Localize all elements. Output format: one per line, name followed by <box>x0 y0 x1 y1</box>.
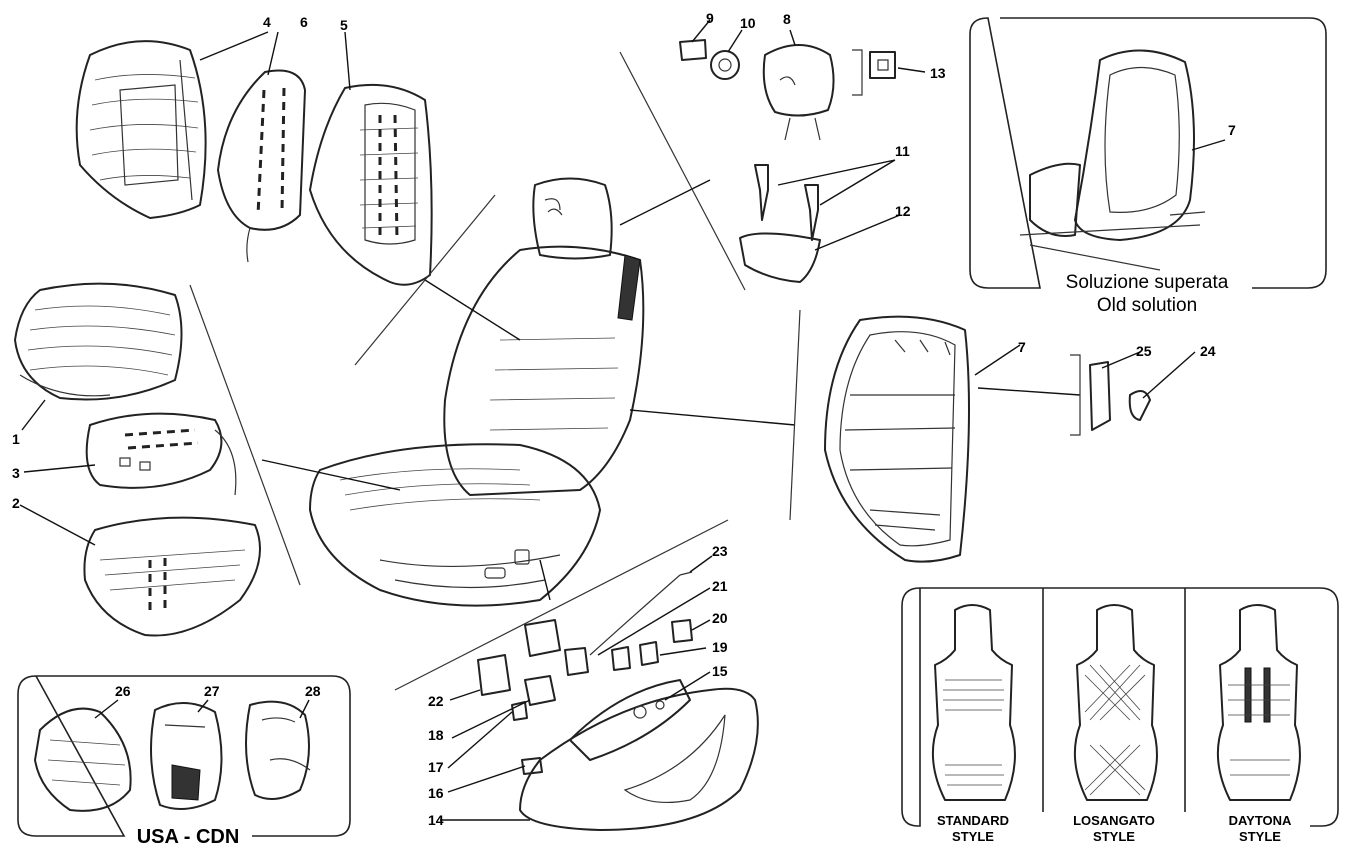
part-number-6: 6 <box>300 14 308 30</box>
backrest-shell-part <box>309 83 433 286</box>
part-number-12: 12 <box>895 203 911 219</box>
backrest-frame-part <box>824 315 1151 563</box>
backrest-pad-part <box>217 69 306 263</box>
part-number-7: 7 <box>1018 339 1026 355</box>
part-number-19: 19 <box>712 639 728 655</box>
standard-style-seat <box>931 604 1016 801</box>
main-seat-drawing <box>309 177 645 607</box>
part-number-18: 18 <box>428 727 444 743</box>
side-panel-group <box>477 571 759 831</box>
child-seat-number-28: 28 <box>305 683 321 699</box>
part-number-1: 1 <box>12 431 20 447</box>
seat-base-part <box>83 516 261 637</box>
part-number-2: 2 <box>12 495 20 511</box>
part-number-24: 24 <box>1200 343 1216 359</box>
child-seat-number-26: 26 <box>115 683 131 699</box>
losangato-style-label-line2: STYLE <box>1093 829 1135 844</box>
old-solution-panel: 7 Soluzione superata Old solution <box>969 17 1327 316</box>
part-number-20: 20 <box>712 610 728 626</box>
part-number-22: 22 <box>428 693 444 709</box>
part-number-8: 8 <box>783 11 791 27</box>
daytona-style-seat <box>1216 604 1301 801</box>
part-number-3: 3 <box>12 465 20 481</box>
leader-lines <box>19 19 1196 821</box>
part-number-9: 9 <box>706 10 714 26</box>
part-number-11: 11 <box>895 143 910 159</box>
part-number-16: 16 <box>428 785 444 801</box>
losangato-style-seat <box>1073 604 1158 801</box>
old-seat-drawing <box>1019 49 1206 271</box>
part-number-10: 10 <box>740 15 756 31</box>
part-number-15: 15 <box>712 663 728 679</box>
losangato-style-label-line1: LOSANGATO <box>1073 813 1155 828</box>
part-number-25: 25 <box>1136 343 1152 359</box>
child-seat-26-drawing <box>34 707 132 812</box>
child-seat-27-drawing <box>150 701 223 810</box>
child-seat-number-27: 27 <box>204 683 220 699</box>
part-number-4: 4 <box>263 14 271 30</box>
old-solution-part-number: 7 <box>1228 122 1236 138</box>
child-seat-28-drawing <box>245 700 311 800</box>
part-number-13: 13 <box>930 65 946 81</box>
old-solution-label-it: Soluzione superata <box>1066 272 1229 293</box>
headrest-group <box>679 39 896 283</box>
seat-pad-part <box>85 412 237 496</box>
style-variants-panel: STANDARD STYLE LOSANGATO STYLE DAYTONA S… <box>901 587 1339 844</box>
child-seats-label: USA - CDN <box>137 826 240 848</box>
child-seats-panel: 26 27 28 USA - CDN <box>17 675 351 848</box>
part-number-labels: 4 6 5 1 3 2 9 10 8 13 11 12 7 25 24 23 2… <box>12 10 1216 828</box>
part-number-23: 23 <box>712 543 728 559</box>
part-number-17: 17 <box>428 759 444 775</box>
standard-style-label-line1: STANDARD <box>937 813 1009 828</box>
daytona-style-label-line2: STYLE <box>1239 829 1281 844</box>
part-number-5: 5 <box>340 17 348 33</box>
seat-cushion-cover-part <box>14 282 183 401</box>
backrest-cover-part <box>75 40 207 219</box>
part-number-14: 14 <box>428 812 444 828</box>
part-number-21: 21 <box>712 578 728 594</box>
old-solution-label-en: Old solution <box>1097 295 1197 316</box>
standard-style-label-line2: STYLE <box>952 829 994 844</box>
daytona-style-label-line1: DAYTONA <box>1229 813 1292 828</box>
